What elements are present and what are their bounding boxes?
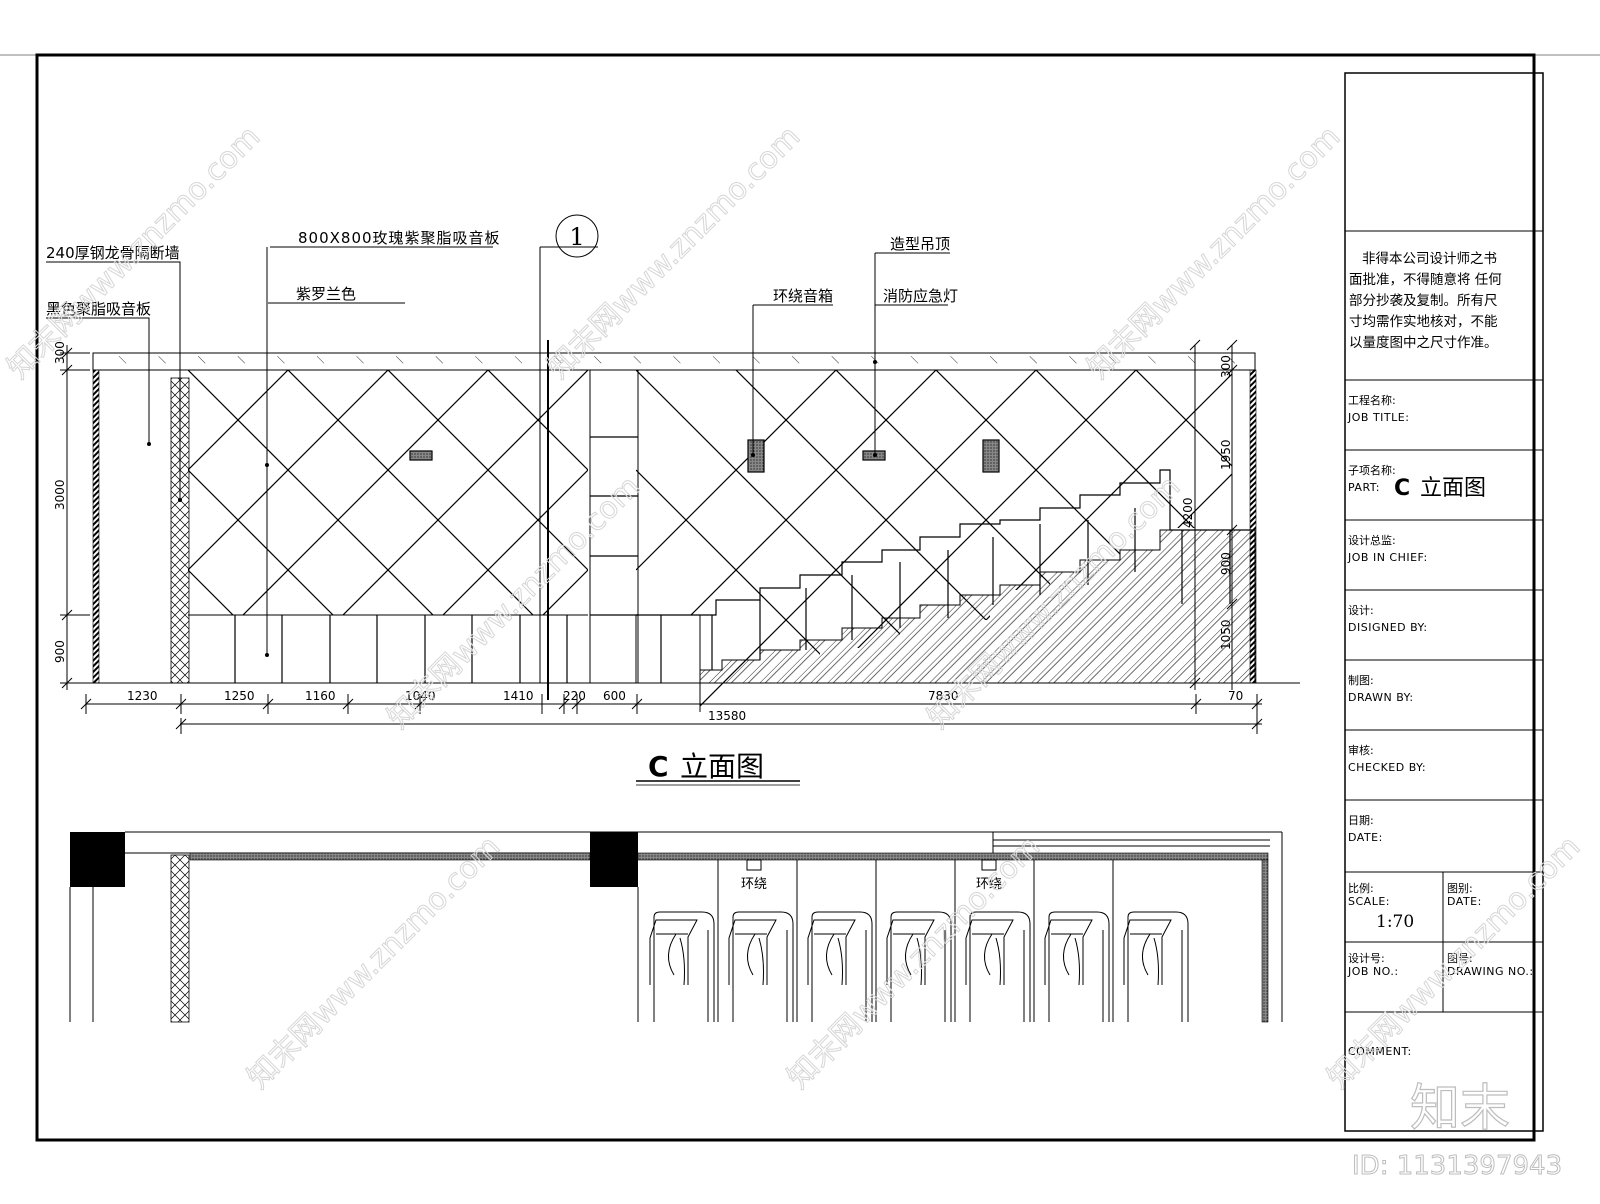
comment-label: COMMENT:: [1348, 1045, 1412, 1058]
svg-text:知末网www.znzmo.com: 知末网www.znzmo.com: [241, 829, 507, 1095]
notice-line: 以量度图中之尺寸作准。: [1349, 335, 1498, 351]
dim-bottom: 7830: [928, 689, 959, 703]
dim-right-1950: 1950: [1219, 439, 1233, 470]
designed-label-en: DISIGNED BY:: [1348, 621, 1428, 634]
dim-bottom: 1410: [503, 689, 534, 703]
dim-right-300: 300: [1219, 355, 1233, 378]
part-value-letter: C: [1394, 476, 1410, 501]
checked-label: 审核:: [1348, 743, 1374, 757]
date-label-en: DATE:: [1348, 831, 1383, 844]
drawing-no-label-en: DRAWING NO.:: [1447, 965, 1534, 978]
title-block: [1344, 72, 1544, 1132]
dim-left-300: 300: [53, 341, 67, 364]
dim-bottom: 1250: [224, 689, 255, 703]
annotation-rose-panel: 800X800玫瑰紫聚脂吸音板: [298, 229, 501, 247]
svg-text:知末网www.znzmo.com: 知末网www.znzmo.com: [1, 119, 267, 385]
logo: 知末: [1410, 1079, 1510, 1137]
job-title-label-en: JOB TITLE:: [1347, 411, 1409, 424]
dim-bottom: 1040: [405, 689, 436, 703]
checked-label-en: CHECKED BY:: [1348, 761, 1426, 774]
scale-label: 比例:: [1348, 881, 1374, 895]
part-label-en: PART:: [1348, 481, 1380, 494]
annotation-surround-speaker: 环绕音箱: [773, 287, 833, 305]
id-watermark: ID: 1131397943: [1352, 1151, 1562, 1181]
drawn-label-en: DRAWN BY:: [1348, 691, 1414, 704]
column: [590, 832, 638, 887]
svg-text:知末网www.znzmo.com: 知末网www.znzmo.com: [1081, 119, 1347, 385]
seat-icon: [1123, 911, 1189, 1022]
dim-left-3000: 3000: [53, 479, 67, 510]
dim-bottom: 1230: [127, 689, 158, 703]
speaker-icon: [747, 439, 765, 473]
svg-text:知末网www.znzmo.com: 知末网www.znzmo.com: [781, 829, 1047, 1095]
notice-line: 部分抄袭及复制。所有尺: [1349, 292, 1498, 309]
dim-right-4200: 4200: [1181, 497, 1195, 528]
drawing-no-label: 图号:: [1447, 952, 1473, 965]
designed-label: 设计:: [1348, 604, 1374, 617]
seat-icon: [649, 911, 715, 1022]
dim-left-900: 900: [53, 640, 67, 663]
annotation-wall-partition: 240厚钢龙骨隔断墙: [46, 244, 180, 262]
plan-speaker-icon: [746, 859, 762, 871]
seat-icon: [886, 911, 952, 1022]
job-no-label: 设计号:: [1348, 952, 1385, 965]
emergency-light-icon: [409, 450, 433, 461]
plan-speaker-label: 环绕: [976, 877, 1002, 892]
plan-speaker-icon: [981, 859, 997, 871]
drawing-title-letter: C: [648, 750, 669, 783]
job-no-label-en: JOB NO.:: [1347, 965, 1399, 978]
notice-line: 非得本公司设计师之书: [1362, 250, 1497, 267]
annotation-feature-ceiling: 造型吊顶: [890, 235, 950, 253]
dim-right-1050: 1050: [1219, 619, 1233, 650]
part-label: 子项名称:: [1348, 463, 1396, 477]
section-marker: [555, 214, 599, 258]
chief-label-en: JOB IN CHIEF:: [1347, 551, 1428, 564]
seat-icon: [1044, 911, 1110, 1022]
elevation-drawing: 1 240厚钢龙骨隔断墙 黑色聚脂吸音板 800X800玫瑰紫聚脂吸音板 紫罗兰…: [46, 214, 1300, 786]
speaker-icon: [982, 439, 1000, 473]
section-marker-number: 1: [569, 223, 584, 251]
job-title-label: 工程名称:: [1348, 393, 1396, 407]
scale-value: 1:70: [1376, 912, 1414, 932]
column: [70, 832, 125, 887]
sheet-border: [35, 53, 1536, 1142]
svg-text:知末网www.znzmo.com: 知末网www.znzmo.com: [541, 119, 807, 385]
category-label: 图别:: [1447, 882, 1473, 895]
seat-icon: [965, 911, 1031, 1022]
part-value: 立面图: [1420, 476, 1486, 501]
notice-line: 寸均需作实地核对，不能: [1349, 314, 1498, 330]
plan-speaker-label: 环绕: [741, 877, 767, 892]
theater-seats: [649, 911, 1189, 1022]
dim-overall: 13580: [708, 709, 746, 723]
scale-label-en: SCALE:: [1348, 895, 1390, 908]
dim-bottom: 220: [563, 689, 586, 703]
dim-bottom: 1160: [305, 689, 336, 703]
category-label-en: DATE:: [1447, 895, 1482, 908]
chief-label: 设计总监:: [1348, 533, 1396, 547]
dim-bottom: 70: [1228, 689, 1243, 703]
dim-bottom: 600: [603, 689, 626, 703]
plan-drawing: 环绕 环绕: [69, 831, 1283, 1023]
annotation-emergency-light: 消防应急灯: [883, 287, 958, 305]
date-label: 日期:: [1348, 814, 1374, 827]
seat-icon: [807, 911, 873, 1022]
drawing-title: 立面图: [680, 750, 764, 783]
annotation-violet-color: 紫罗兰色: [296, 285, 356, 303]
notice-line: 面批准，不得随意将 任何: [1349, 271, 1502, 288]
drawn-label: 制图:: [1348, 674, 1374, 687]
seat-icon: [728, 911, 794, 1022]
annotation-black-panel: 黑色聚脂吸音板: [46, 300, 151, 318]
dim-right-900: 900: [1219, 552, 1233, 575]
